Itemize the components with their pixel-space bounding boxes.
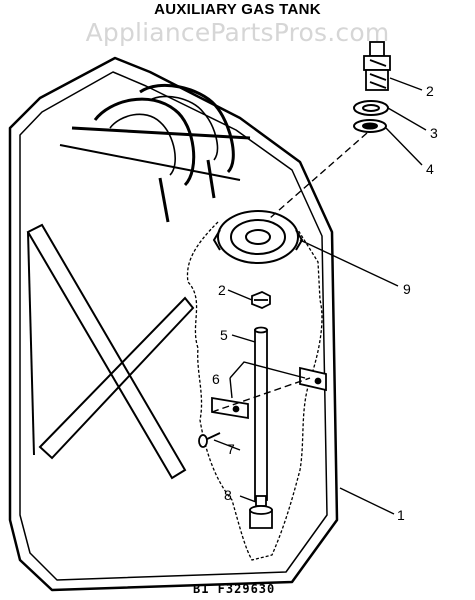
filler-neck — [212, 210, 304, 264]
callout-5-tube: 5 — [220, 327, 228, 343]
watermark: AppliancePartsPros.com — [85, 18, 390, 47]
callout-6-brackets: 6 — [212, 371, 220, 387]
diagram-title: AUXILIARY GAS TANK — [154, 1, 321, 18]
callout-2-nut: 2 — [218, 282, 226, 298]
callout-3-washer: 3 — [430, 125, 438, 141]
leader-lines — [211, 77, 427, 515]
tank-handles — [59, 83, 251, 223]
fitting-part-2 — [363, 41, 391, 91]
callout-7-screw: 7 — [227, 441, 235, 457]
pickup-tube-5 — [254, 326, 268, 501]
callout-8-filter: 8 — [224, 487, 232, 503]
tank-body — [8, 56, 339, 592]
screw-part-7 — [198, 432, 221, 448]
side-x-brace — [26, 223, 195, 480]
filter-part-8 — [249, 495, 273, 529]
nut-part-2 — [251, 291, 271, 309]
gasket-part-4 — [353, 119, 387, 133]
washer-part-3 — [353, 100, 389, 116]
callout-9-filler-neck: 9 — [403, 281, 411, 297]
clamp-brackets-6 — [211, 366, 327, 420]
callout-4-gasket: 4 — [426, 161, 434, 177]
figure-number: B1 F329630 — [193, 582, 276, 596]
callout-2-fitting: 2 — [426, 83, 434, 99]
callout-1-tank: 1 — [397, 507, 405, 523]
